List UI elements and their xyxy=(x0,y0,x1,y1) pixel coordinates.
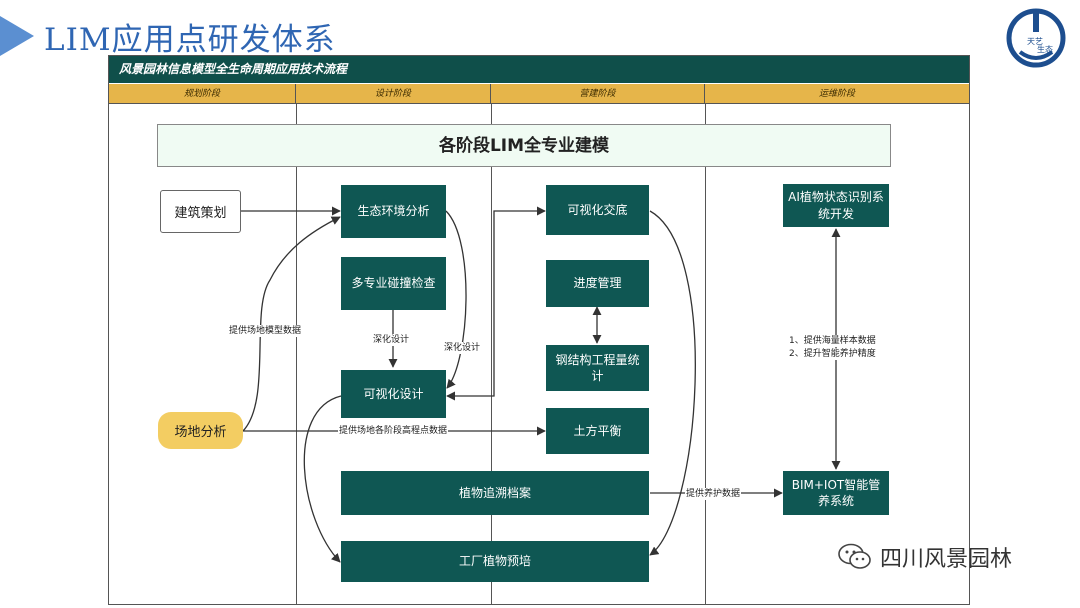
watermark: 四川风景园林 xyxy=(838,540,1012,574)
node-visual-design: 可视化设计 xyxy=(341,370,446,418)
label-deepen-design: 深化设计 xyxy=(443,342,482,354)
node-factory-plant-cultivation: 工厂植物预培 xyxy=(341,541,649,582)
node-ai-plant-recognition: AI植物状态识别系统开发 xyxy=(783,184,889,227)
node-architecture-planning: 建筑策划 xyxy=(160,190,241,233)
node-eco-analysis: 生态环境分析 xyxy=(341,185,446,238)
node-bim-iot-system: BIM+IOT智能管养系统 xyxy=(783,471,889,515)
column-divider xyxy=(491,104,492,605)
label-precision: 2、提升智能养护精度 xyxy=(788,348,877,360)
phase-construction: 营建阶段 xyxy=(491,84,705,104)
node-progress-management: 进度管理 xyxy=(546,260,649,307)
column-divider xyxy=(296,104,297,605)
svg-text:生态: 生态 xyxy=(1037,44,1053,54)
watermark-text: 四川风景园林 xyxy=(880,547,1013,572)
wechat-icon xyxy=(838,543,871,569)
page-title: LIM应用点研发体系 xyxy=(44,22,336,58)
node-clash-check: 多专业碰撞检查 xyxy=(341,257,446,310)
company-logo: 天艺 生态 xyxy=(1006,8,1066,68)
node-site-analysis: 场地分析 xyxy=(158,412,243,449)
title-arrow-icon xyxy=(0,16,34,56)
label-elevation-data: 提供场地各阶段高程点数据 xyxy=(338,425,449,437)
label-deepen-design: 深化设计 xyxy=(372,334,411,346)
diagram-header: 风景园林信息模型全生命周期应用技术流程 xyxy=(109,56,969,83)
node-earthwork-balance: 土方平衡 xyxy=(546,408,649,454)
label-site-model-data: 提供场地模型数据 xyxy=(228,325,303,337)
label-sample-data: 1、提供海量样本数据 xyxy=(788,335,877,347)
modeling-banner: 各阶段LIM全专业建模 xyxy=(157,124,891,167)
label-maintenance-data: 提供养护数据 xyxy=(685,488,742,500)
node-steel-quantity: 钢结构工程量统计 xyxy=(546,345,649,391)
column-divider xyxy=(705,104,706,605)
phase-design: 设计阶段 xyxy=(296,84,491,104)
node-visual-handover: 可视化交底 xyxy=(546,185,649,235)
phase-planning: 规划阶段 xyxy=(109,84,296,104)
phase-operation: 运维阶段 xyxy=(705,84,969,104)
svg-text:天艺: 天艺 xyxy=(1027,37,1043,46)
node-plant-traceability: 植物追溯档案 xyxy=(341,471,649,515)
